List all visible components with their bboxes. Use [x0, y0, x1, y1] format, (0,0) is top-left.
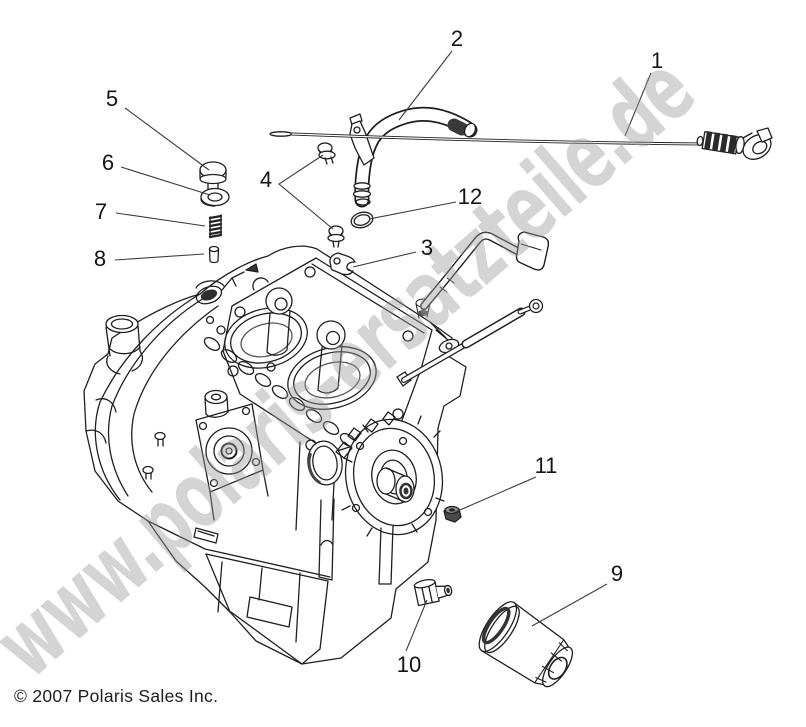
- callout-number-6: 6: [101, 150, 115, 175]
- part-11-nut: [443, 505, 462, 523]
- leader-line-11: [452, 476, 537, 514]
- part-3-bracket: [329, 252, 356, 276]
- crank-seal-opening: [307, 440, 343, 486]
- callout-number-2: 2: [450, 26, 464, 51]
- leader-line-3: [352, 251, 417, 268]
- leader-line-10: [405, 599, 428, 652]
- callout-number-10: 10: [396, 652, 422, 677]
- oil-sump-drawing: [147, 520, 331, 665]
- part-1-dipstick: [269, 127, 773, 160]
- leader-line-7: [115, 212, 206, 227]
- deck-oval-holes: [203, 336, 357, 448]
- callout-number-7: 7: [94, 199, 108, 224]
- callout-number-9: 9: [610, 561, 624, 586]
- part-10-fitting: [413, 579, 453, 607]
- leader-lines: [114, 50, 652, 652]
- connecting-rod-1: [265, 287, 293, 356]
- leader-line-9: [531, 583, 608, 627]
- callout-number-12: 12: [457, 184, 483, 209]
- leader-line-12: [368, 201, 457, 220]
- callout-number-11: 11: [534, 453, 558, 478]
- leader-line-8: [114, 253, 205, 261]
- part-8-dowel-pin: [208, 245, 220, 264]
- front-bearing-plate: [195, 389, 264, 493]
- connecting-rod-2: [316, 320, 346, 394]
- part-7-spring: [208, 214, 223, 239]
- engine-block-drawing: [83, 245, 467, 665]
- part-4-bolt-b: [327, 225, 345, 248]
- part-9-oil-filter: [478, 601, 574, 688]
- leader-line-4: [278, 154, 334, 230]
- cylinder-bore-2: [287, 346, 377, 410]
- callout-number-1: 1: [650, 48, 664, 73]
- part-6-washer: [200, 187, 230, 207]
- filler-neck-drawing: [105, 314, 144, 375]
- crankcase-housing: [341, 415, 445, 537]
- leader-line-1: [624, 72, 652, 137]
- callout-number-4: 4: [259, 167, 273, 192]
- part-12-o-ring: [350, 211, 374, 229]
- linkage-rods-drawing: [396, 231, 550, 387]
- copyright-text: © 2007 Polaris Sales Inc.: [14, 686, 219, 706]
- leader-line-6: [120, 166, 211, 196]
- leader-line-2: [398, 50, 453, 121]
- callout-number-8: 8: [93, 246, 107, 271]
- cylinder-bore-1: [224, 307, 308, 369]
- callout-number-3: 3: [420, 235, 434, 260]
- part-4-bolt-a: [317, 142, 336, 165]
- callout-number-5: 5: [105, 86, 119, 111]
- part-2-oil-fill-tube: [349, 106, 478, 208]
- leader-line-5: [124, 107, 210, 171]
- relief-valve-bore: [195, 285, 223, 305]
